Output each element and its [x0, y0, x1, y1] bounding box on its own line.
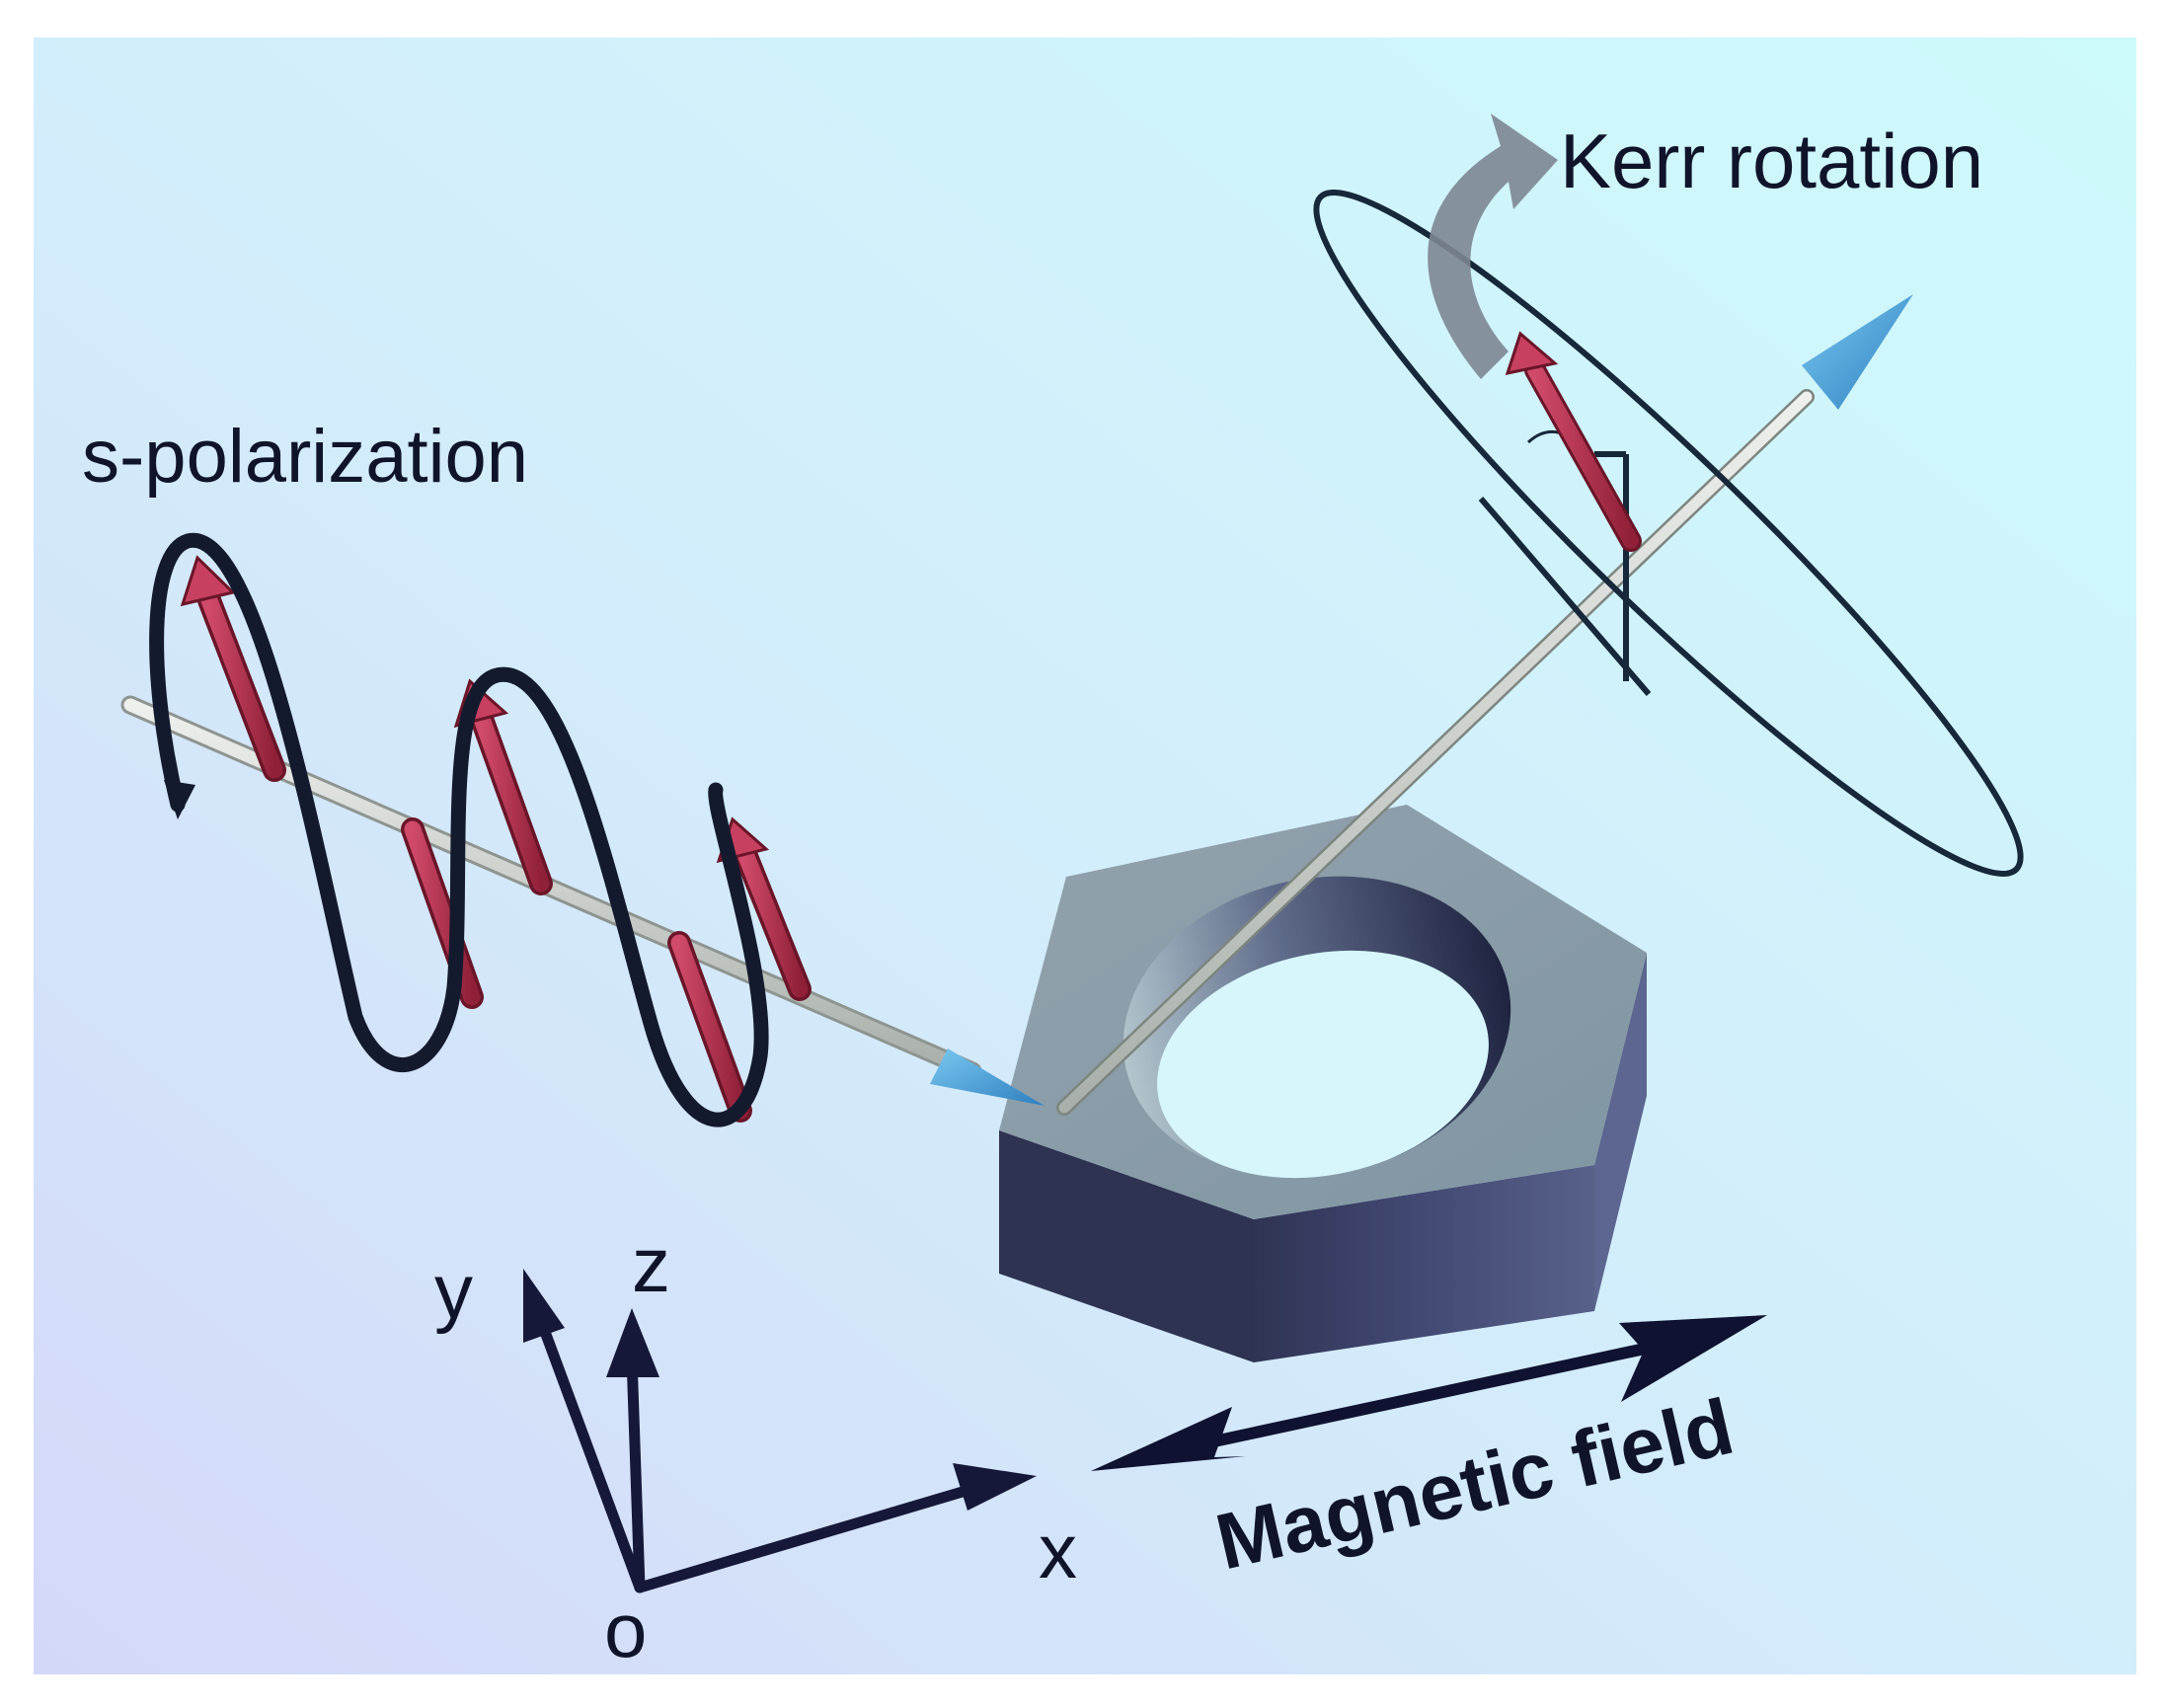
curved-rotation-arrow-icon: [1428, 114, 1558, 379]
kerr-rotation-label: Kerr rotation: [1560, 117, 1983, 204]
double-headed-arrow-icon: [1091, 1315, 1767, 1471]
sample-side-left: [999, 1130, 1254, 1362]
coordinate-axes: [535, 1315, 978, 1593]
field-vector: [667, 931, 752, 1123]
field-vector: [716, 816, 812, 1001]
x-axis-arrowhead: [953, 1463, 1037, 1511]
y-axis: [535, 1315, 646, 1593]
s-polarization-label: s-polarization: [82, 415, 528, 499]
background-panel: [34, 38, 2136, 1674]
incident-beam-arrowhead: [930, 1048, 1045, 1106]
reflected-field-vector: [1505, 331, 1642, 552]
axis-x-label: x: [1039, 1508, 1077, 1594]
sample-side-front: [1254, 1165, 1594, 1362]
hexagonal-sample: [999, 805, 1647, 1362]
sample-side-right: [1594, 953, 1647, 1311]
x-axis: [634, 1483, 978, 1593]
y-axis-arrowhead: [523, 1269, 565, 1343]
field-vector: [180, 555, 286, 782]
polarization-wave: [149, 532, 769, 1127]
wave-start-arrowhead: [164, 780, 195, 819]
reflected-beam-arrowhead: [1802, 294, 1913, 410]
z-axis-arrowhead: [606, 1308, 659, 1377]
axis-z-label: z: [632, 1221, 670, 1308]
reflected-beam: [1056, 389, 1815, 1116]
sample-hole-floor: [1157, 950, 1489, 1179]
polarization-ellipse: [1313, 190, 2024, 877]
z-axis: [626, 1352, 646, 1593]
axis-origin-label: o: [604, 1587, 647, 1673]
axis-y-label: y: [434, 1248, 473, 1335]
